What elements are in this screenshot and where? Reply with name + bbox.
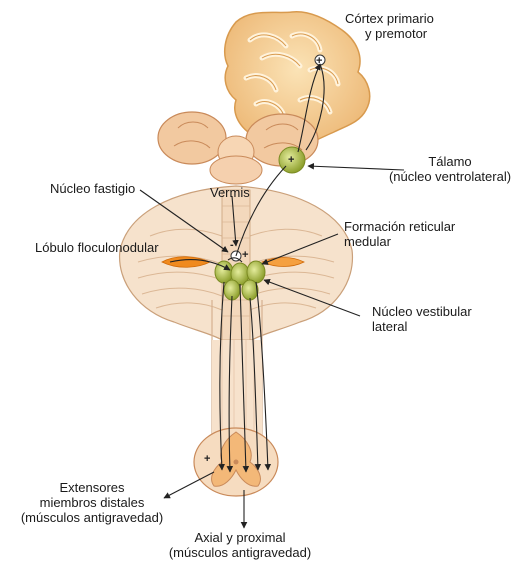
extensors-label-line-1: Extensores xyxy=(2,480,182,495)
cortex-label-line-1: Córtex primario xyxy=(345,11,434,26)
plus-sign-spinal: + xyxy=(204,453,210,465)
axial-label: Axial y proximal (músculos antigravedad) xyxy=(160,530,320,560)
thalamus-label-line-1: Tálamo xyxy=(380,154,520,169)
flocculonodular-label: Lóbulo floculonodular xyxy=(35,240,159,255)
axial-label-line-1: Axial y proximal xyxy=(160,530,320,545)
extensors-label-line-3: (músculos antigravedad) xyxy=(2,510,182,525)
extensors-label-line-2: miembros distales xyxy=(2,495,182,510)
minus-sign-fastigial: - xyxy=(230,239,234,251)
thalamus-label-line-2: (núcleo ventrolateral) xyxy=(380,169,520,184)
plus-sign-cortex: + xyxy=(316,55,322,67)
reticular-label: Formación reticular medular xyxy=(344,219,455,249)
extensors-label: Extensores miembros distales (músculos a… xyxy=(2,480,182,525)
axial-label-line-2: (músculos antigravedad) xyxy=(160,545,320,560)
reticular-label-line-2: medular xyxy=(344,234,455,249)
cortex-label: Córtex primario y premotor xyxy=(345,11,434,41)
vermis-label: Vermis xyxy=(210,185,250,200)
reticular-label-line-1: Formación reticular xyxy=(344,219,455,234)
vestibular-label-line-2: lateral xyxy=(372,319,472,334)
plus-sign-fastigial: + xyxy=(242,249,248,261)
cerebellum xyxy=(120,186,353,340)
cortex-label-line-2: y premotor xyxy=(345,26,434,41)
plus-sign-thalamus: + xyxy=(288,154,294,166)
fastigial-label: Núcleo fastigio xyxy=(50,181,135,196)
vestibular-label: Núcleo vestibular lateral xyxy=(372,304,472,334)
thalamus-label: Tálamo (núcleo ventrolateral) xyxy=(380,154,520,184)
vestibular-label-line-1: Núcleo vestibular xyxy=(372,304,472,319)
